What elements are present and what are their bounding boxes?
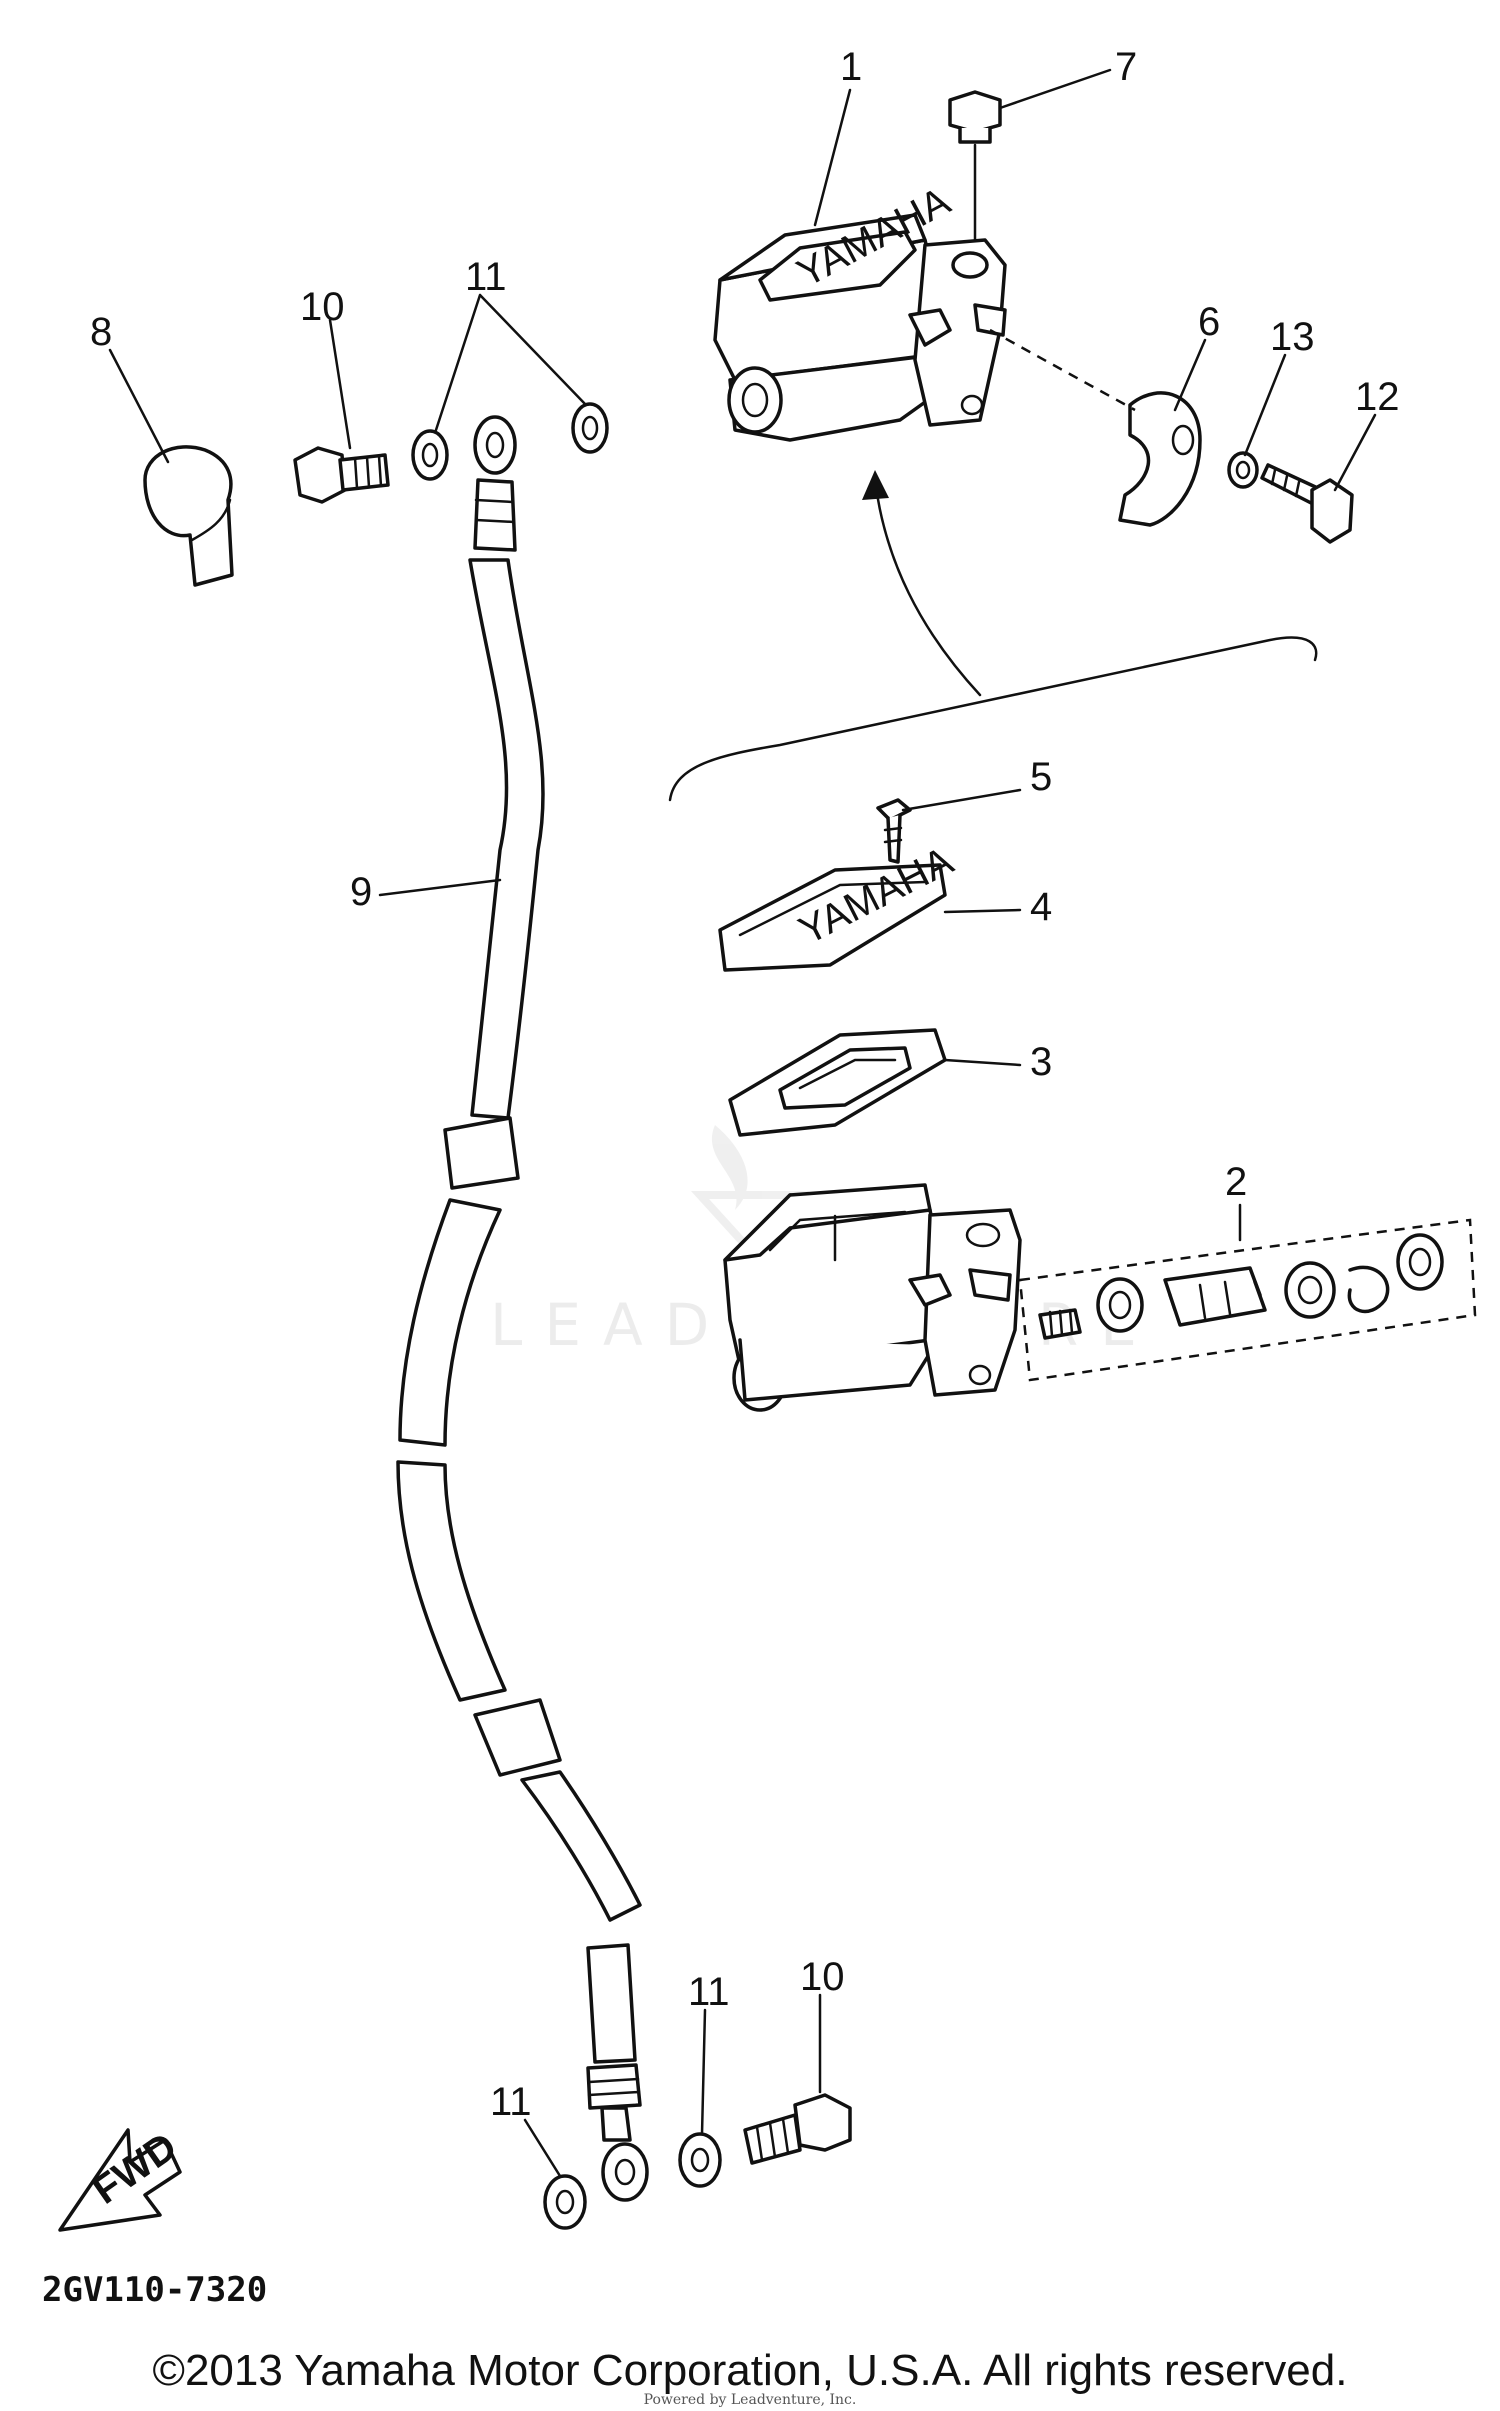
- callout-2: 2: [1225, 1160, 1247, 1204]
- part-11-washer-bottom-right: [678, 2132, 722, 2188]
- diagram-code: 2GV110-7320: [42, 2270, 268, 2310]
- part-10-union-bolt-top: [293, 446, 390, 504]
- callout-12: 12: [1355, 375, 1400, 419]
- callout-7: 7: [1115, 45, 1137, 89]
- part-12-bolt: [1260, 463, 1354, 544]
- part-7-bolt: [948, 90, 1002, 242]
- leader-lines: [108, 68, 1377, 2178]
- callouts: 1 2 3 4 5 6 7 8 9 10 10 11 11 11 12 13: [90, 45, 1400, 2124]
- callout-8: 8: [90, 310, 112, 354]
- callout-3: 3: [1030, 1040, 1052, 1084]
- callout-11a: 11: [465, 255, 507, 299]
- part-3-diaphragm: [728, 1028, 947, 1137]
- callout-4: 4: [1030, 885, 1052, 929]
- assembly-arrow: [668, 470, 1318, 802]
- callout-1: 1: [840, 45, 862, 89]
- part-1-master-cylinder: YAMAHA: [713, 179, 1007, 442]
- part-2-piston-kit: [1018, 1218, 1477, 1382]
- callout-11c: 11: [688, 1970, 730, 2014]
- callout-9: 9: [350, 870, 372, 914]
- callout-5: 5: [1030, 755, 1052, 799]
- part-8-cap: [143, 445, 234, 587]
- part-11-washer-top-left: [411, 429, 449, 481]
- part-10-union-bolt-bottom: [743, 2093, 852, 2165]
- part-4-cap: YAMAHA: [718, 839, 960, 972]
- callout-13: 13: [1270, 315, 1315, 359]
- part-13-washer: [1227, 451, 1259, 489]
- part-9-brake-hose: [396, 415, 649, 2202]
- part-6-holder: [989, 328, 1202, 527]
- part-11-washer-top-right: [571, 402, 609, 454]
- part-master-cylinder-body: [723, 1183, 1022, 1412]
- callout-6: 6: [1198, 300, 1220, 344]
- callout-10a: 10: [300, 285, 345, 329]
- powered-by-text: Powered by Leadventure, Inc.: [643, 2392, 857, 2408]
- callout-10b: 10: [800, 1955, 845, 1999]
- fwd-arrow-icon: FWD: [58, 2124, 185, 2232]
- copyright-text: ©2013 Yamaha Motor Corporation, U.S.A. A…: [152, 2346, 1348, 2395]
- part-11-washer-bottom-left: [543, 2174, 587, 2230]
- callout-11b: 11: [490, 2080, 532, 2124]
